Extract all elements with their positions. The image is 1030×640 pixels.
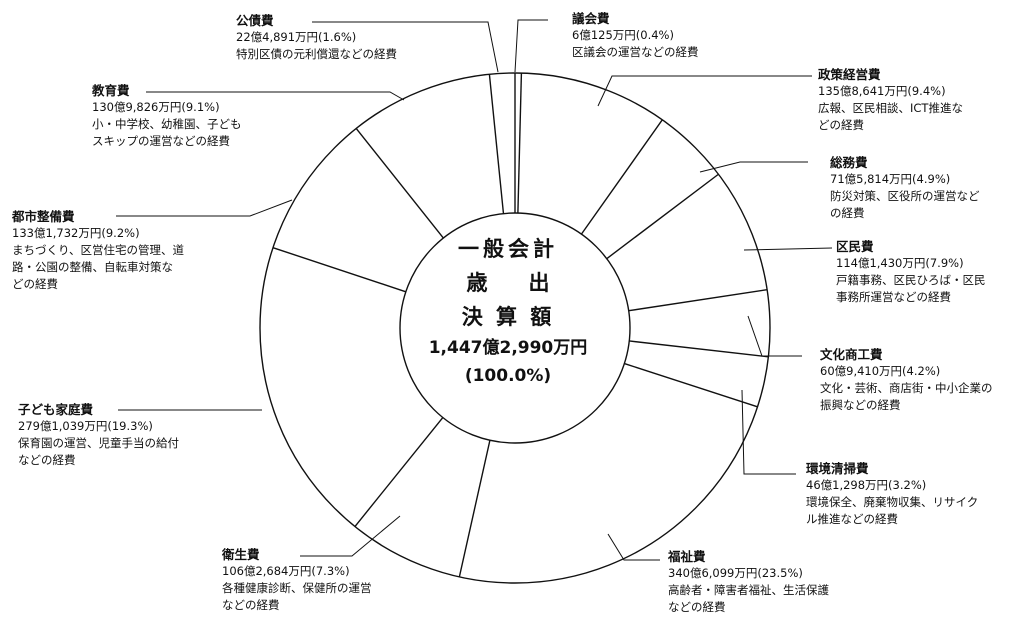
slice-boundary-7	[624, 362, 758, 408]
slice-description: 各種健康診断、保健所の運営	[222, 581, 372, 595]
slice-boundary-12	[488, 74, 505, 214]
slice-name: 総務費	[830, 155, 868, 170]
slice-description: どの経費	[12, 277, 58, 291]
slice-name: 公債費	[236, 13, 274, 28]
slice-description: 小・中学校、幼稚園、子ども	[92, 117, 242, 131]
slice-label-1: 議会費 6億125万円(0.4%) 区議会の運営などの経費	[572, 10, 699, 61]
center-total: 1,447億2,990万円	[428, 338, 588, 358]
leader-line-11	[146, 91, 405, 101]
slice-boundary-4	[606, 173, 719, 260]
slice-amount: 22億4,891万円(1.6%)	[236, 30, 357, 44]
center-caption: 決 算 額	[461, 305, 555, 329]
slice-description: などの経費	[222, 598, 280, 612]
slice-amount: 114億1,430万円(7.9%)	[836, 256, 964, 270]
slice-name: 環境清掃費	[806, 461, 869, 476]
leader-line-4	[743, 247, 833, 251]
leader-line-5	[747, 315, 802, 357]
leader-line-2	[597, 75, 812, 107]
slice-label-8: 衛生費 106億2,684万円(7.3%) 各種健康診断、保健所の運営などの経費	[222, 546, 372, 614]
slice-amount: 46億1,298万円(3.2%)	[806, 478, 927, 492]
center-subtitle-b: 出	[528, 271, 550, 295]
slice-description: どの経費	[818, 118, 864, 132]
chart-center-label: 一般会計 歳出 決 算 額 1,447億2,990万円 (100.0%)	[420, 232, 596, 390]
slice-label-10: 都市整備費 133億1,732万円(9.2%) まちづくり、区営住宅の管理、道路・公…	[12, 208, 184, 293]
slice-name: 教育費	[92, 83, 130, 98]
slice-boundary-8	[458, 440, 491, 578]
leader-line-6	[741, 389, 796, 475]
slice-boundary-3	[580, 119, 663, 235]
slice-amount: 135億8,641万円(9.4%)	[818, 84, 946, 98]
leader-line-10	[116, 199, 293, 217]
slice-amount: 133億1,732万円(9.2%)	[12, 226, 140, 240]
leader-line-3	[699, 161, 808, 173]
slice-name: 都市整備費	[12, 209, 75, 224]
slice-amount: 106億2,684万円(7.3%)	[222, 564, 350, 578]
slice-amount: 279億1,039万円(19.3%)	[18, 419, 153, 433]
center-percent: (100.0%)	[464, 366, 552, 386]
slice-amount: 130億9,826万円(9.1%)	[92, 100, 220, 114]
slice-label-12: 公債費 22億4,891万円(1.6%) 特別区債の元利償還などの経費	[236, 12, 397, 63]
center-subtitle-a: 歳	[466, 271, 488, 295]
slice-name: 政策経営費	[818, 67, 881, 82]
slice-label-11: 教育費 130億9,826万円(9.1%) 小・中学校、幼稚園、子どもスキップの運営…	[92, 82, 242, 150]
slice-label-4: 区民費 114億1,430万円(7.9%) 戸籍事務、区民ひろば・区民事務所運営など…	[836, 238, 986, 306]
slice-boundary-10	[272, 247, 407, 293]
slice-description: 広報、区民相談、ICT推進な	[818, 101, 963, 115]
slice-description: スキップの運営などの経費	[92, 134, 230, 148]
slice-boundary-9	[354, 417, 444, 527]
slice-description: 環境保全、廃棄物収集、リサイク	[806, 495, 979, 509]
slice-description: 振興などの経費	[820, 398, 901, 412]
slice-boundary-5	[628, 289, 768, 312]
slice-description: 路・公園の整備、自転車対策な	[12, 260, 173, 274]
slice-name: 区民費	[836, 239, 874, 254]
slice-name: 子ども家庭費	[18, 402, 94, 417]
leader-line-8	[300, 515, 401, 557]
slice-description: 事務所運営などの経費	[836, 290, 951, 304]
slice-description: まちづくり、区営住宅の管理、道	[12, 243, 185, 257]
slice-description: 区議会の運営などの経費	[572, 45, 699, 59]
slice-name: 議会費	[572, 11, 610, 26]
slice-label-7: 福祉費 340億6,099万円(23.5%) 高齢者・障害者福祉、生活保護などの経費	[668, 548, 829, 616]
slice-boundary-2	[517, 73, 523, 214]
slice-amount: 60億9,410万円(4.2%)	[820, 364, 941, 378]
slice-name: 衛生費	[222, 547, 260, 562]
slice-label-6: 環境清掃費 46億1,298万円(3.2%) 環境保全、廃棄物収集、リサイクル推進な…	[806, 460, 978, 528]
slice-description: などの経費	[18, 453, 76, 467]
slice-description: ル推進などの経費	[806, 512, 898, 526]
slice-description: などの経費	[668, 600, 726, 614]
slice-amount: 71億5,814万円(4.9%)	[830, 172, 951, 186]
slice-label-9: 子ども家庭費 279億1,039万円(19.3%) 保育園の運営、児童手当の給付など…	[18, 401, 179, 469]
slice-amount: 6億125万円(0.4%)	[572, 28, 674, 42]
center-title: 一般会計	[458, 237, 558, 261]
slice-description: 文化・芸術、商店街・中小企業の	[820, 381, 993, 395]
leader-line-12	[312, 21, 499, 73]
slice-description: の経費	[830, 206, 865, 220]
slice-label-2: 政策経営費 135億8,641万円(9.4%) 広報、区民相談、ICT推進などの経費	[818, 66, 963, 134]
leader-line-7	[607, 533, 660, 561]
slice-description: 防災対策、区役所の運営など	[830, 189, 980, 203]
slice-label-5: 文化商工費 60億9,410万円(4.2%) 文化・芸術、商店街・中小企業の振興など…	[820, 346, 993, 414]
slice-name: 福祉費	[668, 549, 706, 564]
slice-description: 保育園の運営、児童手当の給付	[18, 436, 179, 450]
slice-boundary-11	[355, 128, 444, 239]
slice-name: 文化商工費	[820, 347, 883, 362]
slice-description: 高齢者・障害者福祉、生活保護	[668, 583, 829, 597]
slice-amount: 340億6,099万円(23.5%)	[668, 566, 803, 580]
center-subtitle: 歳出	[420, 266, 596, 300]
slice-description: 特別区債の元利償還などの経費	[236, 47, 397, 61]
slice-boundary-6	[629, 340, 769, 358]
leader-line-1	[514, 19, 548, 73]
slice-label-3: 総務費 71億5,814万円(4.9%) 防災対策、区役所の運営などの経費	[830, 154, 980, 222]
slice-description: 戸籍事務、区民ひろば・区民	[836, 273, 986, 287]
